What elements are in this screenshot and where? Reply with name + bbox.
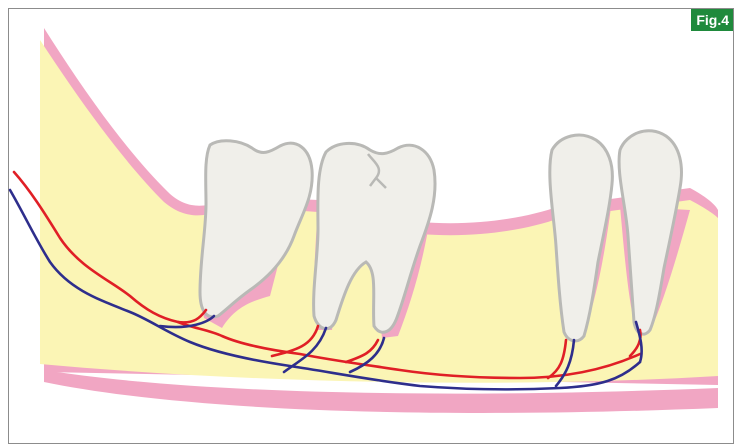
jaw-diagram bbox=[0, 0, 735, 447]
